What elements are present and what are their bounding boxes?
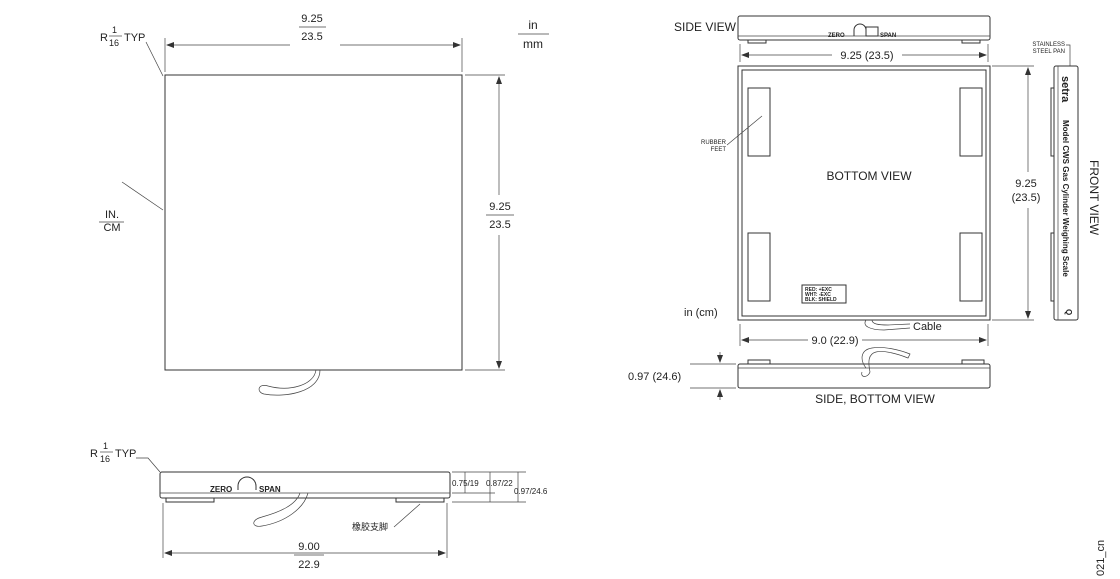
rubber-foot-right [395, 497, 445, 503]
cable-label: Cable [913, 321, 942, 333]
zero-span-knob [237, 476, 257, 490]
plan-view: R 1 16 TYP 9.25 23.5 in mm 9.25 23.5 IN.… [99, 13, 549, 396]
width-9-00: 9.00 [298, 541, 319, 553]
rubber-label-2: FEET [711, 147, 727, 153]
dim-0-87: 0.87/22 [486, 479, 513, 488]
rubber-foot-br [959, 232, 983, 302]
bottom-height-in: 9.25 [1015, 178, 1036, 190]
stainless-label-1: STAINLESS [1032, 42, 1065, 48]
radius-numerator-2: 1 [103, 441, 108, 451]
rubber-foot-tl [747, 87, 771, 157]
radius-label: R [100, 32, 108, 44]
dim-0-75: 0.75/19 [452, 479, 479, 488]
unit-mm: mm [523, 37, 543, 51]
top-width: 9.25 (23.5) [840, 50, 893, 62]
wire-blk: BLK: SHIELD [805, 297, 837, 303]
wire-red: RED: +EXC [805, 287, 832, 293]
cable-side [253, 492, 309, 527]
side-height: 0.97 (24.6) [628, 371, 681, 383]
scale-plan-outline [164, 74, 463, 371]
radius-leader-2 [136, 457, 161, 473]
rubber-foot-left [165, 497, 215, 503]
width-in: 9.25 [301, 13, 322, 25]
dim-0-97: 0.97/24.6 [514, 487, 548, 496]
edge-leader [121, 181, 164, 211]
brand-logo: setra [1059, 76, 1071, 103]
front-outer [1053, 65, 1079, 321]
radius-leader [145, 41, 164, 77]
rubber-feet-label: 橡胶支脚 [352, 521, 388, 532]
width-mm: 23.5 [301, 31, 322, 43]
radius-label-2: R [90, 448, 98, 460]
bottom-height-cm: (23.5) [1012, 192, 1041, 204]
zero-label: ZERO [210, 485, 232, 494]
span-label-right: SPAN [880, 33, 896, 39]
side-view-right: SIDE VIEW ZERO SPAN 9.25 (23.5) [674, 15, 991, 62]
side-bottom-view: 9.0 (22.9) 0.97 (24.6) SIDE, BOTTOM VIEW [628, 324, 991, 406]
zero-label-right: ZERO [828, 33, 845, 39]
rubber-foot-tr [959, 87, 983, 157]
stainless-label-2: STEEL PAN [1033, 49, 1065, 55]
model-label: Model CWS Gas Cylinder Weighing Scale [1061, 120, 1070, 277]
radius-denominator-2: 16 [100, 454, 110, 464]
radius-typ-2: TYP [115, 448, 136, 460]
span-label: SPAN [259, 485, 281, 494]
bottom-outer [737, 65, 991, 321]
side-view-left: R 1 16 TYP ZERO SPAN 橡胶支脚 0.75/19 0.87/2… [90, 441, 548, 571]
front-view-title: FRONT VIEW [1087, 160, 1101, 236]
bottom-width: 9.0 (22.9) [811, 335, 858, 347]
rubber-label-1: RUBBER [701, 140, 727, 146]
front-view: STAINLESS STEEL PAN setra Model CWS Gas … [1032, 42, 1101, 321]
bottom-inner [741, 69, 987, 317]
bottom-view-title: BOTTOM VIEW [826, 169, 912, 183]
radius-denominator: 16 [109, 38, 119, 48]
rubber-foot-bl [747, 232, 771, 302]
wire-wht: WHT: -EXC [805, 292, 831, 298]
cable-bottom [864, 319, 911, 331]
height-in: 9.25 [489, 201, 510, 213]
height-mm: 23.5 [489, 219, 510, 231]
side-bottom-title: SIDE, BOTTOM VIEW [815, 392, 935, 406]
legend-cm: CM [103, 222, 120, 234]
radius-typ: TYP [124, 32, 145, 44]
figure-code: 021_cn [1095, 540, 1107, 576]
cable [258, 369, 321, 396]
units-label: in (cm) [684, 307, 718, 319]
radius-numerator: 1 [112, 25, 117, 35]
unit-in: in [528, 18, 537, 32]
width-22-9: 22.9 [298, 559, 319, 571]
svg-text:Q: Q [1064, 309, 1073, 315]
legend-in: IN. [105, 209, 119, 221]
bottom-view: RUBBER FEET BOTTOM VIEW RED: +EXC WHT: -… [684, 65, 1041, 333]
wiring-label [801, 284, 847, 304]
side-view-title: SIDE VIEW [674, 20, 737, 34]
cable-side-bottom [861, 347, 911, 377]
